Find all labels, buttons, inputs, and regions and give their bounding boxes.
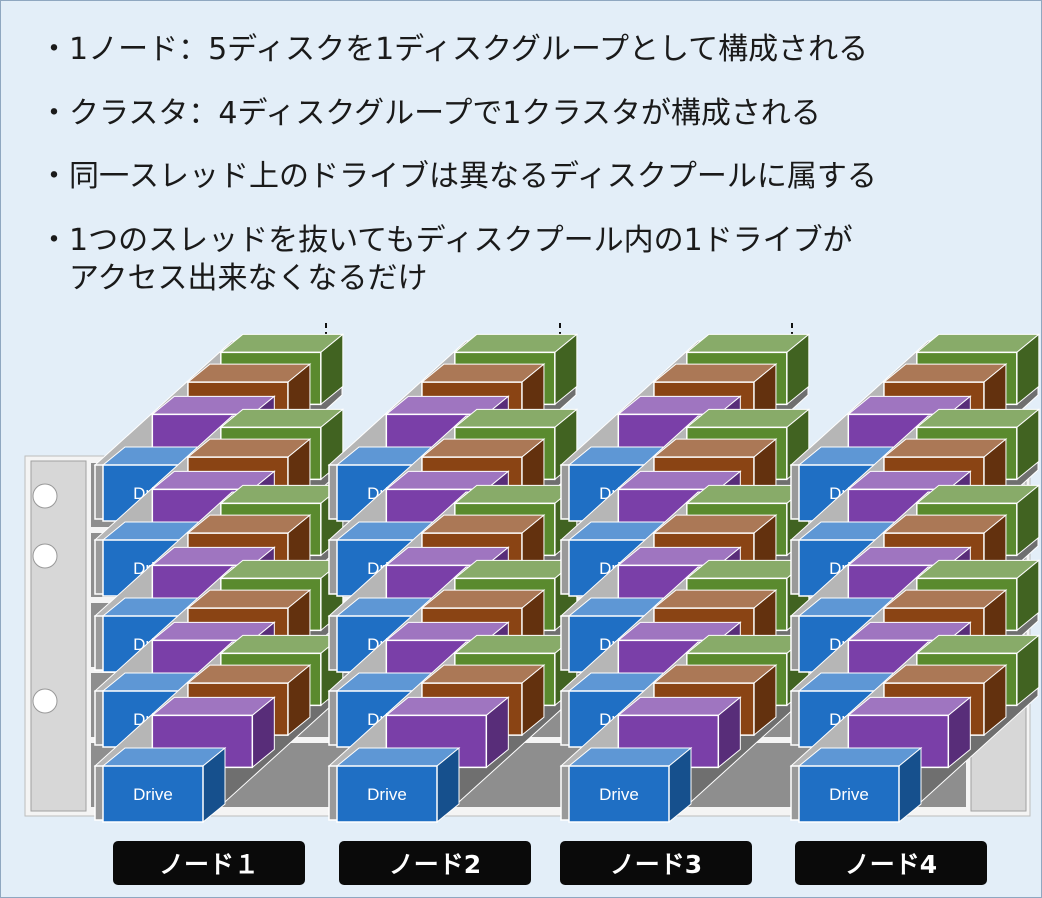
chassis-left-ear — [30, 460, 87, 812]
bullet-mark: ・ — [39, 223, 69, 258]
chassis-hole — [32, 688, 58, 714]
bullet-text: 1つのスレッドを抜いてもディスクプール内の1ドライブが アクセス出来なくなるだけ — [69, 223, 853, 296]
drive: Drive — [797, 746, 923, 824]
sled: Drive — [789, 634, 1041, 824]
sled: Drive — [559, 634, 811, 824]
node-label-3: ノード3 — [560, 841, 752, 885]
node-4: DriveDriveDriveDriveDrive — [789, 333, 1041, 824]
box-front — [336, 765, 438, 823]
bullet-item: ・ 1ノード：5ディスクを1ディスクグループとして構成される — [39, 31, 868, 69]
drive: Drive — [101, 746, 227, 824]
drive: Drive — [567, 746, 693, 824]
bullet-item: ・ 同一スレッド上のドライブは異なるディスクプールに属する — [39, 158, 877, 196]
node-label-4: ノード4 — [795, 841, 987, 885]
sled: Drive — [327, 634, 579, 824]
drive-label: Drive — [367, 785, 407, 804]
sled: Drive — [327, 559, 579, 749]
bullet-text: クラスタ：4ディスクグループで1クラスタが構成される — [69, 96, 821, 131]
bullet-item: ・ 1つのスレッドを抜いてもディスクプール内の1ドライブが アクセス出来なくなる… — [39, 222, 853, 298]
drive-label: Drive — [133, 785, 173, 804]
bullet-mark: ・ — [39, 159, 69, 194]
drive-label: Drive — [599, 785, 639, 804]
bullet-mark: ・ — [39, 32, 69, 67]
box-front — [798, 765, 900, 823]
bullet-mark: ・ — [39, 96, 69, 131]
chassis-hole — [32, 483, 58, 509]
node-label-1: ノード１ — [113, 841, 305, 885]
box-front — [102, 765, 204, 823]
bullet-text: 同一スレッド上のドライブは異なるディスクプールに属する — [69, 159, 877, 194]
node-label-2: ノード2 — [339, 841, 531, 885]
drive-label: Drive — [829, 785, 869, 804]
drive: Drive — [335, 746, 461, 824]
box-front — [568, 765, 670, 823]
bullet-item: ・ クラスタ：4ディスクグループで1クラスタが構成される — [39, 95, 821, 133]
node-3: DriveDriveDriveDriveDrive — [559, 333, 811, 824]
chassis-hole — [32, 543, 58, 569]
node-2: DriveDriveDriveDriveDrive — [327, 333, 579, 824]
bullet-text: 1ノード：5ディスクを1ディスクグループとして構成される — [69, 32, 869, 67]
